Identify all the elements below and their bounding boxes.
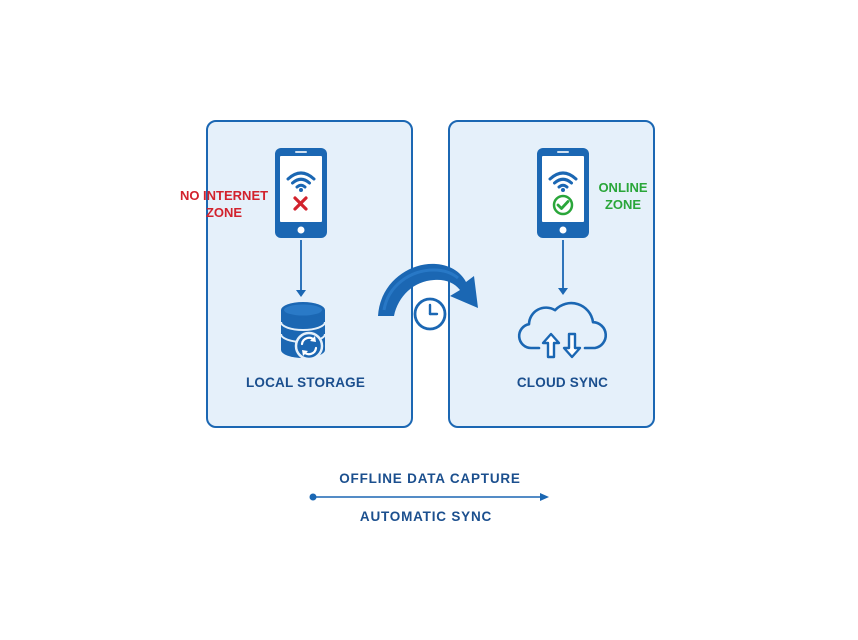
local-storage-caption: LOCAL STORAGE xyxy=(245,375,366,390)
curved-arrow-icon xyxy=(378,263,478,316)
x-mark-icon xyxy=(293,196,308,211)
offline-data-capture-label: OFFLINE DATA CAPTURE xyxy=(339,471,521,486)
wifi-icon xyxy=(548,171,578,189)
cloud-upload-download-icon xyxy=(517,301,608,359)
cloud-sync-caption: CLOUD SYNC xyxy=(516,375,609,390)
database-sync-icon xyxy=(280,302,326,361)
no-internet-zone-label: NO INTERNET ZONE xyxy=(175,187,273,221)
wifi-icon xyxy=(286,171,316,189)
clock-icon xyxy=(413,297,447,331)
online-zone-label: ONLINE ZONE xyxy=(592,179,654,213)
zone-label-line-1: NO INTERNET xyxy=(179,188,269,203)
upload-arrow-icon xyxy=(541,332,561,359)
zone-label-line-2: ZONE xyxy=(205,205,243,220)
check-circle-icon xyxy=(552,194,574,216)
download-arrow-icon xyxy=(562,332,582,359)
smartphone-no-wifi-icon xyxy=(275,148,327,238)
down-arrow-icon xyxy=(558,240,568,295)
zone-label-line-1: ONLINE xyxy=(598,180,648,195)
zone-label-line-2: ZONE xyxy=(604,197,642,212)
flow-arrow-icon xyxy=(309,493,549,501)
smartphone-wifi-connected-icon xyxy=(537,148,589,238)
automatic-sync-label: AUTOMATIC SYNC xyxy=(359,509,493,524)
down-arrow-icon xyxy=(296,240,306,297)
